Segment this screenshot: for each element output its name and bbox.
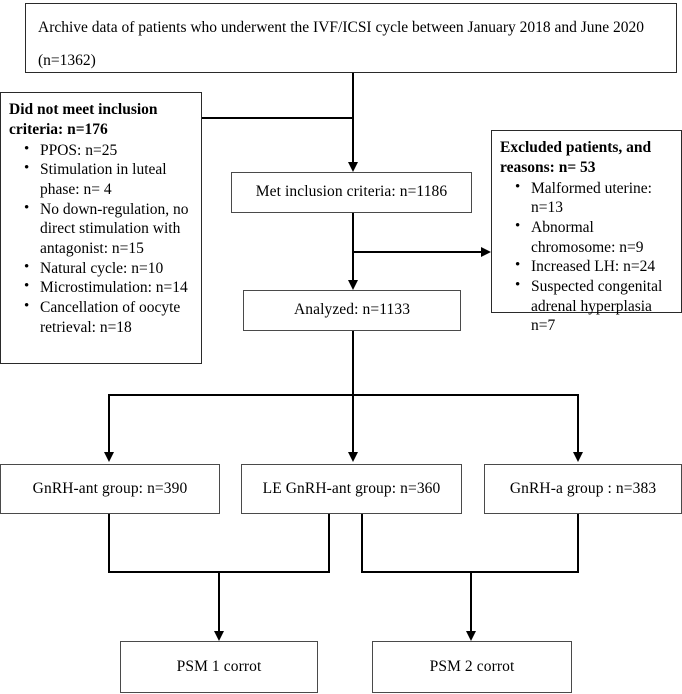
list-item: Increased LH: n=24 [515, 256, 675, 277]
connector-merge1-to-psm1 [218, 571, 220, 631]
left-exclusions-list: PPOS: n=25 Stimulation in luteal phase: … [9, 140, 195, 338]
node-group-le-gnrh-ant-label: LE GnRH-ant group: n=360 [262, 479, 441, 497]
right-exclusions-list: Malformed uterine: n=13 Abnormal chromos… [500, 178, 675, 336]
connector-merge1-from-left [108, 514, 110, 573]
node-left-exclusions-heading: Did not meet inclusion criteria: n=176 [9, 101, 158, 138]
node-left-exclusions: Did not meet inclusion criteria: n=176 P… [0, 92, 202, 364]
list-item: Suspected congenital adrenal hyperplasia… [515, 276, 675, 336]
connector-source-to-met [352, 117, 354, 162]
connector-met-stem [352, 213, 354, 252]
node-analyzed: Analyzed: n=1133 [243, 290, 461, 331]
node-source-data-label: Archive data of patients who underwent t… [38, 19, 645, 69]
node-psm2-label: PSM 2 corrot [429, 657, 515, 675]
arrowhead-met-criteria [347, 162, 358, 172]
node-psm2: PSM 2 corrot [372, 641, 572, 693]
node-source-data: Archive data of patients who underwent t… [25, 3, 677, 73]
arrowhead-psm2 [465, 631, 476, 641]
node-analyzed-label: Analyzed: n=1133 [293, 301, 411, 319]
arrowhead-psm1 [213, 631, 224, 641]
list-item: No down-regulation, no direct stimulatio… [24, 199, 195, 259]
connector-merge2-to-psm2 [470, 571, 472, 631]
connector-merge2-from-right [577, 514, 579, 573]
arrowhead-analyzed [347, 280, 358, 290]
list-item: Abnormal chromosome: n=9 [515, 217, 675, 257]
connector-to-right-excluded [352, 251, 481, 253]
list-item: Malformed uterine: n=13 [515, 178, 675, 218]
connector-analyzed-stem [352, 331, 354, 395]
connector-merge2-from-mid [361, 514, 363, 573]
list-item: Cancellation of oocyte retrieval: n=18 [24, 297, 195, 337]
list-item: Natural cycle: n=10 [24, 258, 195, 279]
connector-drop-left-group [108, 394, 110, 452]
connector-split-bar [108, 394, 578, 396]
node-psm1-label: PSM 1 corrot [176, 657, 262, 675]
node-group-le-gnrh-ant: LE GnRH-ant group: n=360 [241, 464, 462, 514]
list-item: Microstimulation: n=14 [24, 277, 195, 298]
connector-drop-right-group [577, 394, 579, 452]
node-group-gnrh-ant-label: GnRH-ant group: n=390 [32, 479, 188, 497]
connector-merge1-from-mid [328, 514, 330, 573]
connector-drop-mid-group [352, 394, 354, 452]
node-met-criteria: Met inclusion criteria: n=1186 [231, 172, 472, 213]
node-group-gnrh-ant: GnRH-ant group: n=390 [0, 464, 220, 514]
arrowhead-right-group [572, 452, 583, 462]
connector-source-stem [352, 73, 354, 118]
node-met-criteria-label: Met inclusion criteria: n=1186 [255, 183, 448, 201]
arrowhead-mid-group [347, 452, 358, 462]
node-right-exclusions: Excluded patients, and reasons: n= 53 Ma… [491, 130, 682, 334]
list-item: PPOS: n=25 [24, 140, 195, 161]
list-item: Stimulation in luteal phase: n= 4 [24, 159, 195, 199]
arrowhead-right-excluded [481, 246, 491, 257]
connector-met-to-analyzed [352, 251, 354, 280]
connector-to-left-excluded [165, 117, 354, 119]
node-group-gnrh-a: GnRH-a group : n=383 [484, 464, 682, 514]
arrowhead-left-group [103, 452, 114, 462]
node-group-gnrh-a-label: GnRH-a group : n=383 [509, 479, 657, 497]
node-right-exclusions-heading: Excluded patients, and reasons: n= 53 [500, 139, 652, 176]
node-psm1: PSM 1 corrot [120, 641, 318, 693]
